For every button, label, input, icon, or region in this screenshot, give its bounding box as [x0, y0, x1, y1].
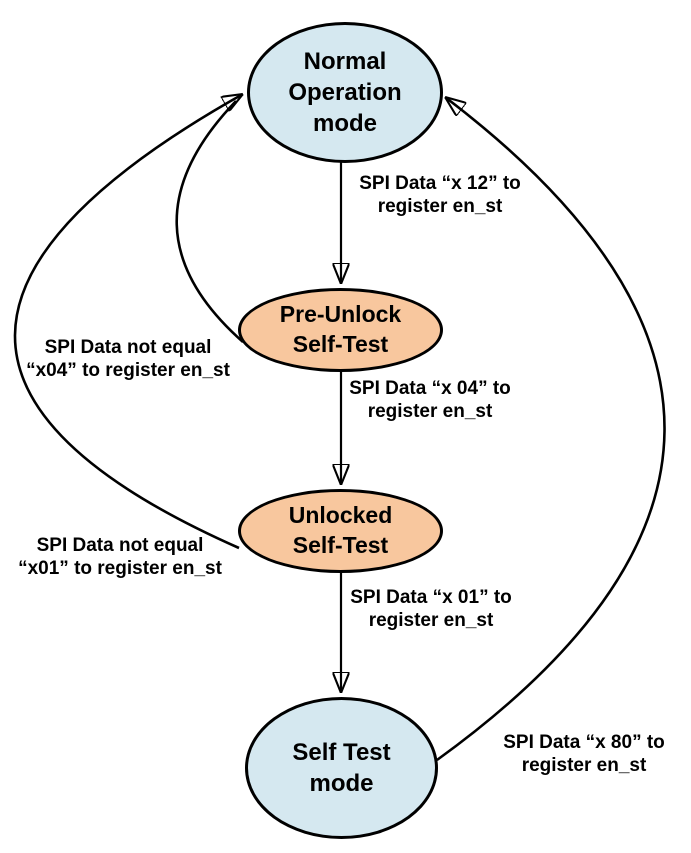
label-spi-x01: SPI Data “x 01” to register en_st: [350, 587, 512, 632]
arrow-selftest-to-normal: [436, 97, 666, 762]
state-self-test-mode: Self Test mode: [245, 697, 438, 839]
label-spi-x04: SPI Data “x 04” to register en_st: [349, 378, 511, 423]
arrow-preunlock-to-normal: [175, 100, 244, 343]
state-label: Normal Operation mode: [288, 47, 402, 138]
state-label: Unlocked Self-Test: [288, 502, 393, 558]
state-label: Pre-Unlock Self-Test: [279, 301, 402, 357]
state-pre-unlock-self-test: Pre-Unlock Self-Test: [238, 288, 443, 372]
label-spi-not-equal-x04: SPI Data not equal “x04” to register en_…: [26, 337, 230, 382]
state-label: Self Test mode: [292, 738, 391, 797]
label-spi-x80: SPI Data “x 80” to register en_st: [503, 732, 665, 777]
arrow-unlocked-to-normal: [13, 94, 243, 550]
state-unlocked-self-test: Unlocked Self-Test: [238, 489, 443, 573]
state-normal-operation-mode: Normal Operation mode: [247, 22, 443, 163]
label-spi-x12: SPI Data “x 12” to register en_st: [359, 173, 521, 218]
label-spi-not-equal-x01: SPI Data not equal “x01” to register en_…: [18, 535, 222, 580]
